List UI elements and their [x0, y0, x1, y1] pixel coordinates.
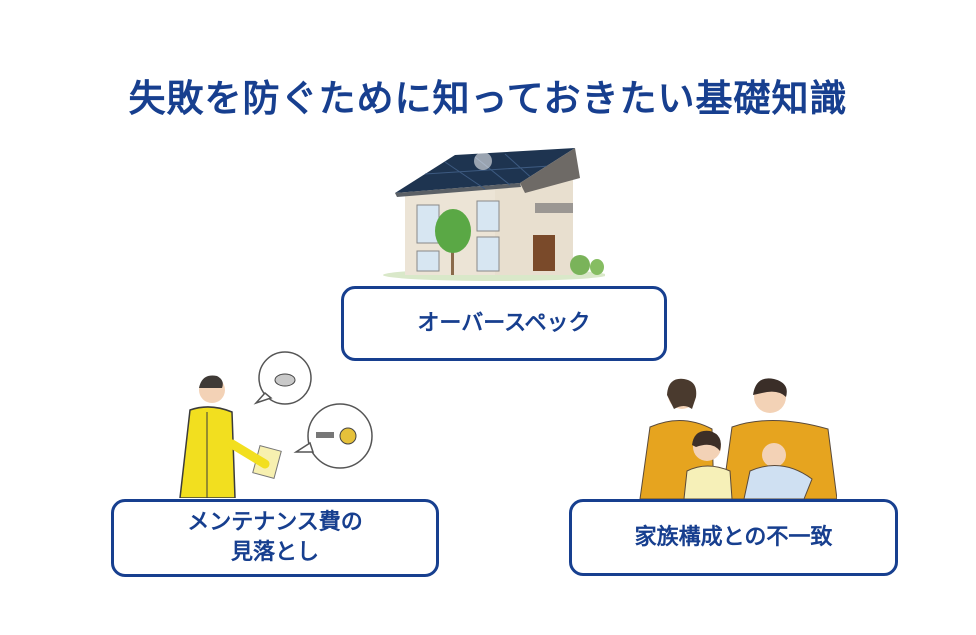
page-title: 失敗を防ぐために知っておきたい基礎知識 — [128, 77, 848, 120]
maintenance-worker-illustration — [179, 351, 373, 498]
family-illustration — [639, 378, 837, 499]
maintenance-cost-line2: 見落とし — [230, 540, 319, 565]
maintenance-cost-box: メンテナンス費の 見落とし — [111, 499, 439, 577]
family-mismatch-box: 家族構成との不一致 — [569, 499, 898, 576]
family-mismatch-label: 家族構成との不一致 — [634, 524, 833, 550]
house-solar-illustration — [383, 148, 605, 281]
overspec-box: オーバースペック — [341, 286, 667, 361]
maintenance-cost-line1: メンテナンス費の — [187, 510, 363, 536]
overspec-label: オーバースペック — [417, 310, 591, 336]
